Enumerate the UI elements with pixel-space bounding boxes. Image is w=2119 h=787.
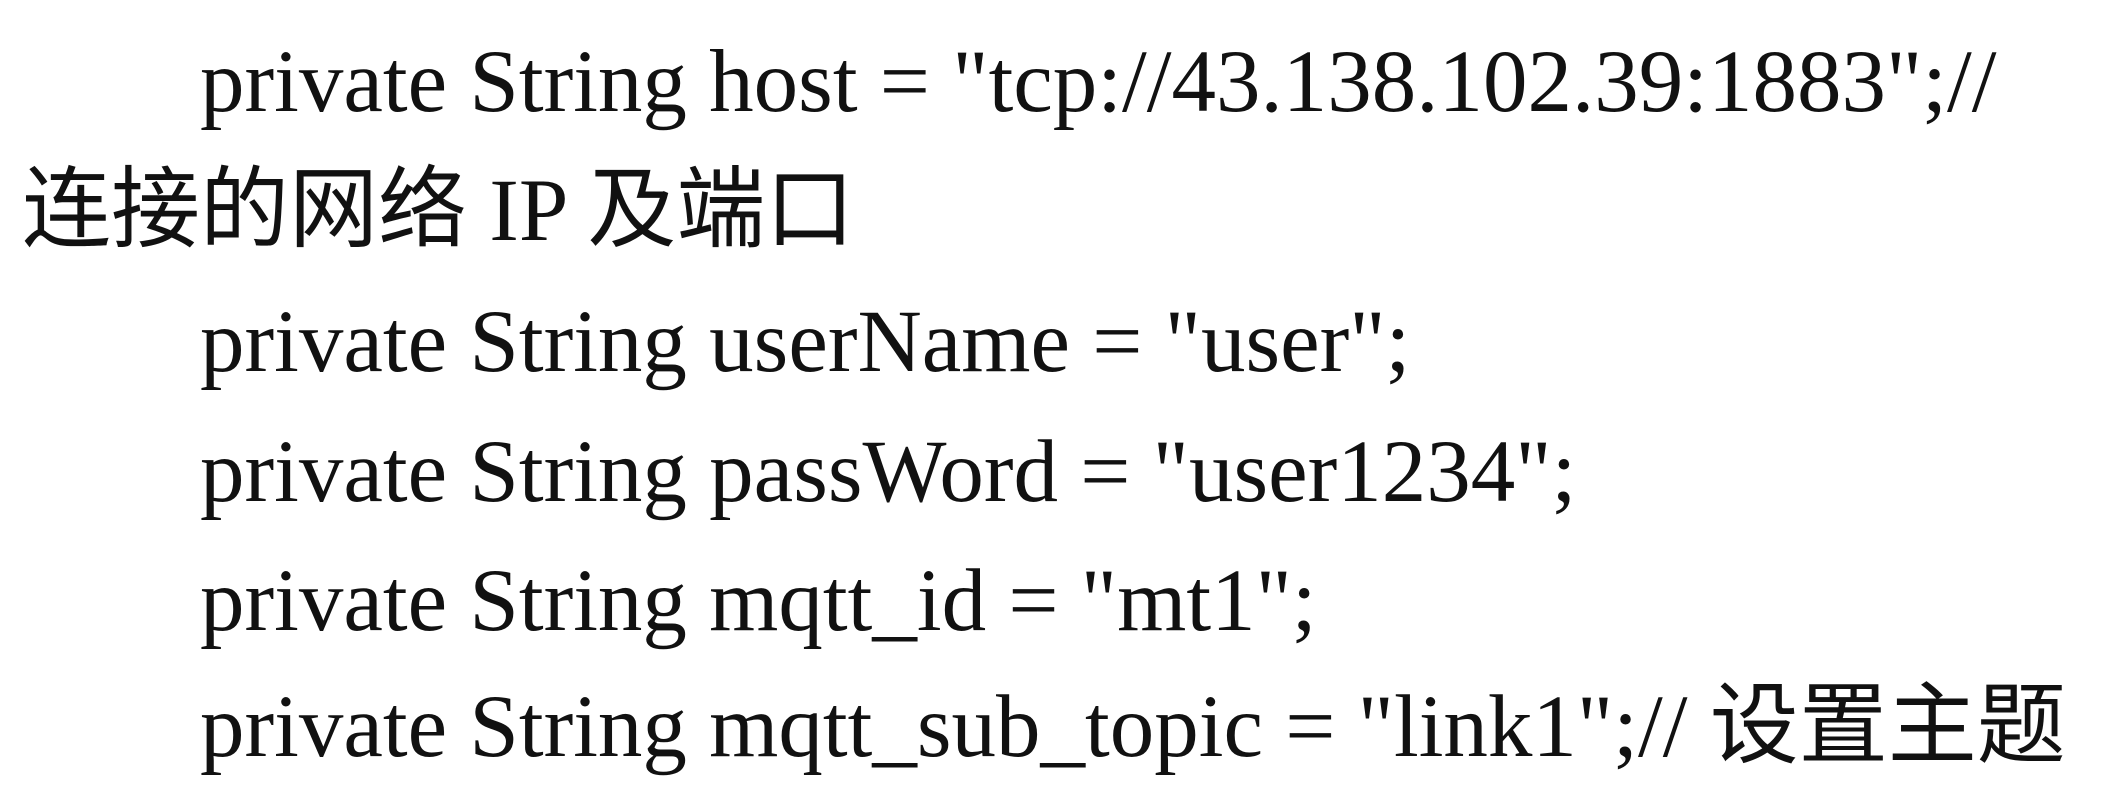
- code-line-mqtt-sub-topic: private String mqtt_sub_topic = "link1";…: [200, 678, 2066, 776]
- code-line-mqtt-id: private String mqtt_id = "mt1";: [200, 552, 1317, 650]
- code-line-password: private String passWord = "user1234";: [200, 423, 1577, 521]
- code-line-host: private String host = "tcp://43.138.102.…: [200, 33, 1997, 131]
- code-line-username: private String userName = "user";: [200, 293, 1411, 391]
- comment-line-network-ip-port: 连接的网络 IP 及端口: [22, 162, 855, 260]
